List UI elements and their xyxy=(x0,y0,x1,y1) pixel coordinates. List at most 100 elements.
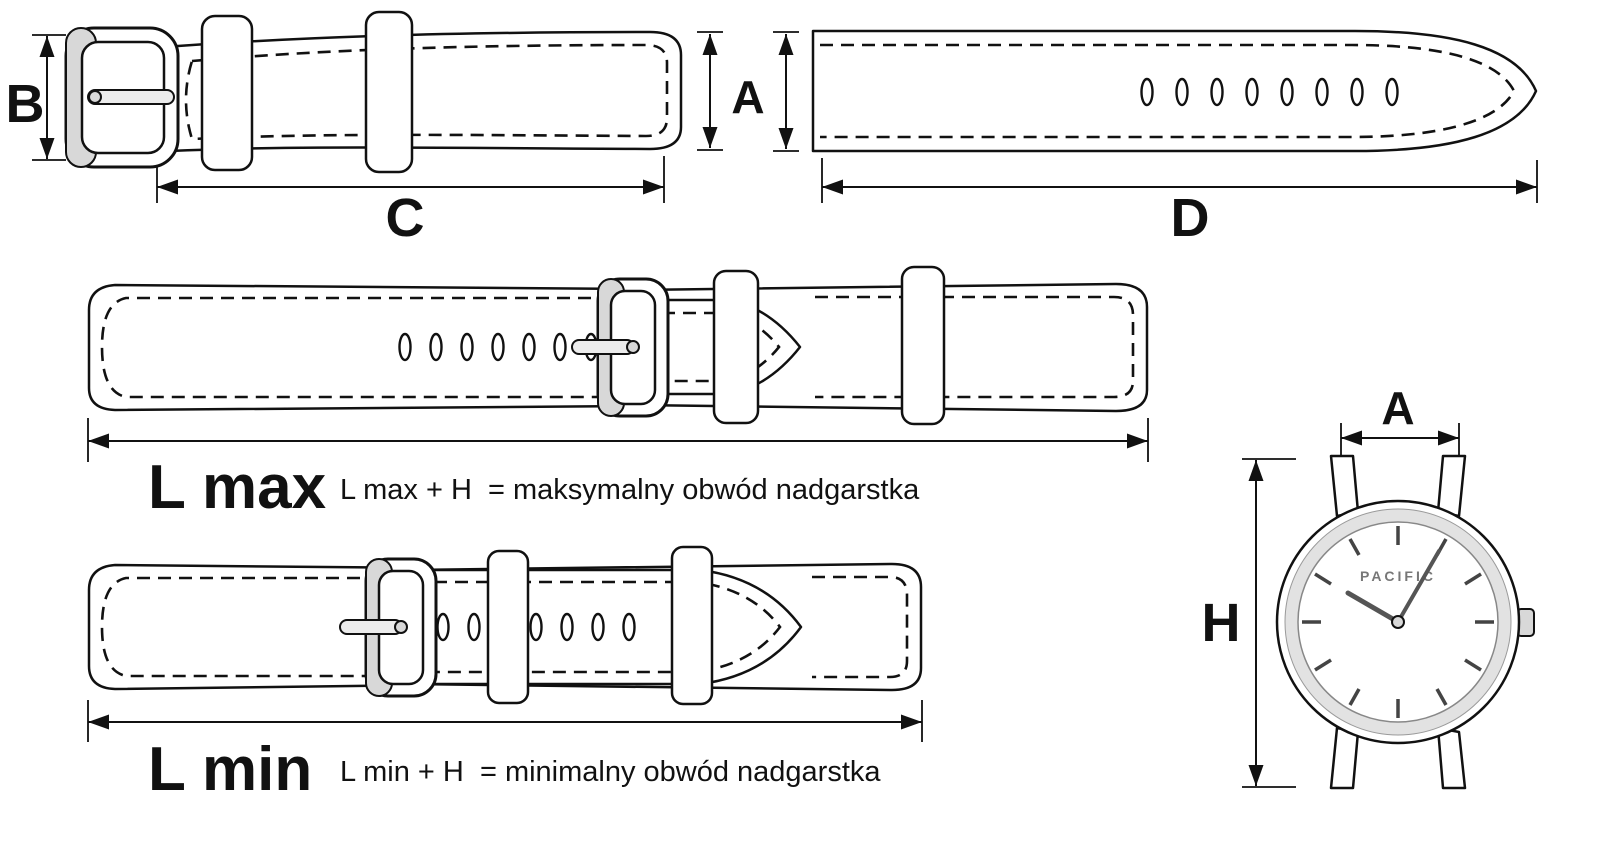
dimension-a-label: A xyxy=(731,71,764,123)
prong-pivot xyxy=(88,90,102,104)
arrowhead xyxy=(88,714,109,730)
keeper-loop xyxy=(900,265,946,426)
strap-body-left xyxy=(87,283,642,412)
strap-hole xyxy=(398,332,412,362)
keeper-loop xyxy=(200,14,254,172)
lmin-formula: L min + H = minimalny obwód nadgarstka xyxy=(340,756,881,788)
strap-hole xyxy=(522,332,536,362)
strap-hole xyxy=(467,612,481,642)
stitch-line xyxy=(100,296,612,399)
strap-hole xyxy=(1350,77,1364,107)
watch-lug xyxy=(1329,726,1360,790)
index-mark xyxy=(1348,538,1361,556)
dimension-d: D xyxy=(821,158,1538,248)
strap-hole xyxy=(622,612,636,642)
strap-hole xyxy=(529,612,543,642)
stitch-line xyxy=(820,43,1516,139)
hour-hand xyxy=(1345,590,1401,625)
strap-hole xyxy=(436,612,450,642)
dimension-b: B xyxy=(6,34,66,161)
watch-lug xyxy=(1436,454,1467,518)
arrowhead xyxy=(901,714,922,730)
keeper-loop xyxy=(670,545,714,706)
strap-hole xyxy=(491,332,505,362)
keeper-loop xyxy=(486,549,530,705)
strap-hole xyxy=(560,612,574,642)
buckle xyxy=(571,277,670,418)
strap-hole xyxy=(553,332,567,362)
strap-hole xyxy=(1280,77,1294,107)
dimension-d-label: D xyxy=(1171,188,1210,248)
dimension-a-straps: A xyxy=(697,31,799,152)
arrowhead xyxy=(778,128,794,149)
arrowhead xyxy=(39,36,55,57)
buckle xyxy=(339,557,438,698)
stitch-line xyxy=(100,576,402,678)
strap-body-left xyxy=(87,563,432,691)
assembled-strap-lmax xyxy=(87,265,1149,426)
watch-lug xyxy=(1329,454,1360,518)
assembled-strap-lmin xyxy=(87,545,923,706)
strap-hole xyxy=(1385,77,1399,107)
arrowhead xyxy=(702,127,718,148)
dimension-h-label: H xyxy=(1202,593,1241,653)
stitch-line xyxy=(812,575,909,679)
dimension-b-label: B xyxy=(6,74,45,134)
arrowhead xyxy=(1127,433,1148,449)
strap-hole xyxy=(1315,77,1329,107)
hour-indices xyxy=(1302,526,1494,718)
buckle-strap-piece xyxy=(64,10,683,174)
lmax-label: L max xyxy=(148,453,327,522)
arrowhead xyxy=(1516,179,1537,195)
watch: PACIFIC xyxy=(1275,454,1535,790)
strap-hole xyxy=(1140,77,1154,107)
keeper-loop xyxy=(712,269,760,425)
prong-pivot xyxy=(626,340,640,354)
arrowhead xyxy=(778,34,794,55)
arrowhead xyxy=(1248,460,1264,481)
dimension-a-watch: A xyxy=(1340,382,1460,457)
dimension-lmax: L max L max + H = maksymalny obwód nadga… xyxy=(87,418,1149,522)
arrowhead xyxy=(643,179,664,195)
long-strap-piece xyxy=(811,29,1538,153)
stitch-line xyxy=(815,295,1135,399)
index-mark xyxy=(1435,688,1448,706)
index-mark xyxy=(1314,572,1332,586)
stitch-line xyxy=(184,43,669,141)
buckle-prong xyxy=(339,619,403,635)
strap-hole xyxy=(460,332,474,362)
prong-pivot xyxy=(394,620,408,634)
arrowhead xyxy=(88,433,109,449)
dimension-c-label: C xyxy=(386,188,425,248)
arrowhead xyxy=(157,179,178,195)
index-mark xyxy=(1464,572,1482,586)
keeper-loop xyxy=(364,10,414,174)
strap-hole xyxy=(591,612,605,642)
arrowhead xyxy=(39,138,55,159)
minute-hand xyxy=(1396,549,1441,624)
strap-holes xyxy=(1140,77,1399,107)
lmax-formula: L max + H = maksymalny obwód nadgarstka xyxy=(340,474,920,506)
strap-body xyxy=(811,29,1538,153)
strap-body xyxy=(150,30,683,154)
arrowhead xyxy=(702,34,718,55)
strap-tail xyxy=(426,568,803,686)
lmin-label: L min xyxy=(148,735,312,804)
dimension-h: H xyxy=(1202,458,1296,788)
arrowhead xyxy=(822,179,843,195)
index-mark xyxy=(1464,658,1482,672)
dimension-a-watch-label: A xyxy=(1381,382,1414,434)
watch-lug xyxy=(1436,726,1467,790)
index-mark xyxy=(1314,658,1332,672)
strap-hole xyxy=(1210,77,1224,107)
strap-hole xyxy=(1175,77,1189,107)
arrowhead xyxy=(1341,430,1362,446)
watch-brand-label: PACIFIC xyxy=(1360,568,1436,584)
arrowhead xyxy=(1438,430,1459,446)
hands-center-cap xyxy=(1391,615,1405,629)
buckle xyxy=(64,26,180,169)
strap-holes xyxy=(398,332,598,362)
dimension-c: C xyxy=(156,156,665,248)
stitch-line xyxy=(434,580,782,674)
